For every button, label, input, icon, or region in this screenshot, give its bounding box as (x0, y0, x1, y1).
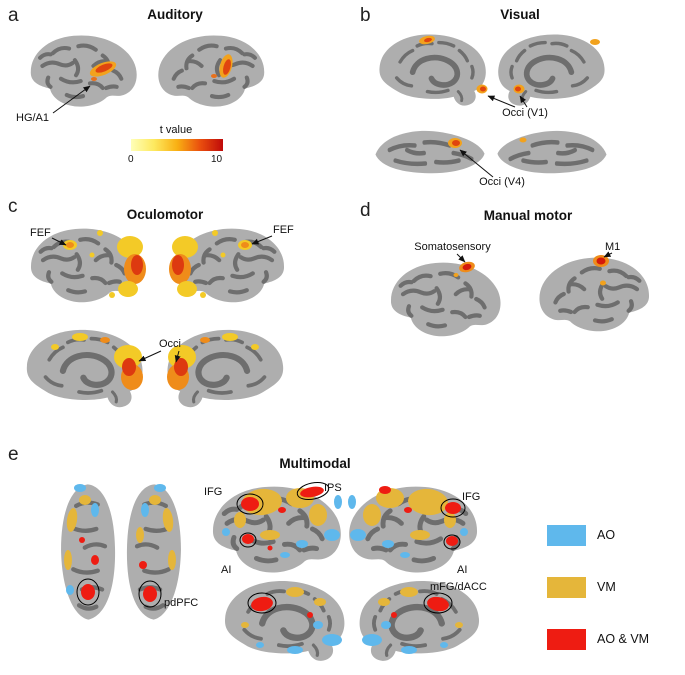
arrow-occi-right (174, 350, 181, 363)
label-ai-left: AI (221, 564, 232, 576)
activation-m1 (593, 255, 609, 286)
auditory-brains-graphic (0, 0, 300, 114)
label-occi-v1: Occi (V1) (502, 107, 548, 119)
circle-ifg-left (236, 493, 264, 515)
colorbar-min: 0 (128, 154, 134, 165)
arrow-fef-left (51, 237, 67, 246)
label-hg-a1: HG/A1 (16, 112, 50, 124)
arrow-hg-a1 (52, 85, 91, 114)
circle-mfg-left (247, 592, 277, 614)
label-ai-right: AI (457, 564, 468, 576)
oculomotor-brains-graphic (0, 195, 355, 440)
arrow-fef-right (251, 235, 273, 245)
brain-ventral-right (497, 131, 606, 173)
panel-letter-b: b (360, 5, 371, 26)
activation-dorsal-pair (64, 484, 176, 602)
activation-visual (419, 35, 600, 148)
arrow-v1-left (487, 95, 516, 108)
t-value-colorbar (131, 139, 223, 151)
circle-pdpfc-left (76, 578, 100, 606)
panel-letter-c: c (8, 196, 18, 217)
activation-auditory-left (89, 61, 117, 81)
circle-ai-left (239, 532, 257, 548)
colorbar-max: 10 (211, 154, 223, 165)
brain-medial-right (498, 34, 604, 105)
multimodal-brains-graphic (0, 481, 685, 675)
circle-ifg-right (440, 498, 466, 518)
panel-title-visual: Visual (500, 7, 540, 22)
brain-lateral-right-hemisphere (158, 35, 264, 106)
panel-manual-motor: d Manual motor Somatosensory M1 (355, 195, 685, 440)
label-somatosensory: Somatosensory (414, 241, 491, 253)
circle-mfg-right (423, 592, 453, 614)
brain-lateral-left (391, 263, 501, 337)
legend-swatch-ao-vm (547, 629, 586, 650)
label-m1: M1 (605, 241, 621, 253)
activation-medial-pair (241, 587, 463, 654)
manual-motor-brains-graphic (355, 251, 685, 440)
legend-label-ao-vm: AO & VM (597, 632, 650, 646)
panel-oculomotor: c Oculomotor FEF FEF Occi (0, 195, 355, 440)
activation-oculomotor-medial (51, 333, 259, 390)
circle-ips (296, 481, 330, 501)
label-ips: IPS (324, 482, 342, 494)
activation-lateral-pair (222, 486, 468, 558)
label-fef-right: FEF (273, 224, 294, 236)
brain-medial-left (225, 581, 344, 661)
arrow-occi-left (138, 350, 162, 362)
panel-letter-a: a (8, 5, 19, 26)
arrow-v4 (459, 149, 494, 178)
label-occi: Occi (159, 338, 181, 350)
activation-oculomotor-lateral (63, 230, 252, 298)
arrow-v1-right (519, 95, 528, 108)
label-ifg-right: IFG (462, 491, 481, 503)
panel-title-manual-motor: Manual motor (483, 208, 573, 223)
panel-title-oculomotor: Oculomotor (126, 207, 204, 222)
visual-brains-graphic (355, 0, 685, 178)
panel-title-auditory: Auditory (147, 7, 203, 22)
label-fef-left: FEF (30, 227, 51, 239)
legend-label-ao: AO (597, 528, 616, 542)
legend-label-vm: VM (597, 580, 616, 594)
legend-swatch-vm (547, 577, 586, 598)
label-pdpfc: pdPFC (164, 597, 199, 609)
panel-multimodal: e Multimodal IFG IPS IFG AI AI pdPFC mFG… (0, 440, 685, 675)
colorbar-title: t value (159, 124, 193, 136)
panel-letter-e: e (8, 444, 19, 465)
activation-somatosensory (453, 261, 475, 277)
panel-letter-d: d (360, 200, 371, 221)
legend-swatch-ao (547, 525, 586, 546)
brain-lateral-right (539, 258, 649, 332)
brain-ventral-left (375, 131, 484, 173)
panel-auditory: a Auditory HG/A1 t value 0 10 (0, 0, 300, 178)
arrow-m1 (603, 251, 613, 258)
arrow-somatosensory (456, 253, 466, 263)
circle-ai-right (443, 534, 461, 550)
panel-visual: b Visual Occi (V1) Occi (V4) (355, 0, 685, 195)
panel-title-multimodal: Multimodal (279, 456, 351, 471)
brain-medial-left (379, 34, 485, 105)
label-occi-v4: Occi (V4) (479, 176, 525, 188)
brain-lateral-left-hemisphere (31, 35, 137, 106)
activation-auditory-right (211, 54, 233, 78)
label-ifg-left: IFG (204, 486, 223, 498)
circle-pdpfc-right (138, 580, 162, 608)
label-mfg-dacc: mFG/dACC (430, 581, 487, 593)
